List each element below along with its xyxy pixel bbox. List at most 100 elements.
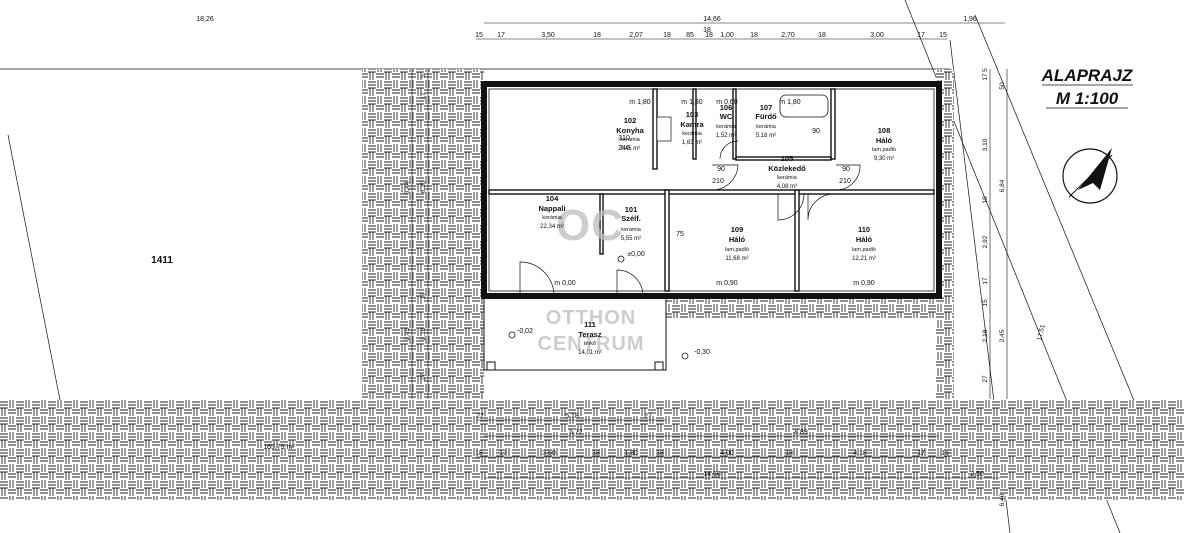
svg-text:2,92: 2,92 (982, 235, 989, 248)
svg-text:kerámia: kerámia (620, 137, 641, 143)
parcel-number: 1411 (151, 255, 173, 266)
svg-text:110: 110 (858, 225, 870, 234)
room-105-label: 105 Közlekedő kerámia 4,08 m² (768, 154, 806, 190)
room-110-label: 110 Háló lam.padló 12,21 m² (852, 225, 876, 262)
dim-top-side: 1,96 (939, 16, 1005, 24)
opening-label: 210 (839, 178, 851, 185)
opening-label: m 0,60 (716, 99, 738, 106)
svg-text:17: 17 (917, 450, 925, 457)
door-swing-entry (519, 261, 555, 297)
dim-top-chain: 18 15 17 3,50 18 2,07 18 85 18 1,00 18 2… (475, 27, 947, 40)
svg-text:27: 27 (476, 413, 484, 420)
level-marker-terrace: -0,02 (508, 328, 533, 339)
door-swing-109 (777, 193, 805, 221)
svg-text:kerámia: kerámia (777, 175, 798, 181)
dim-top-total: 14,66 (484, 16, 939, 24)
svg-text:1,52 m²: 1,52 m² (716, 133, 736, 139)
svg-text:lam.padló: lam.padló (852, 247, 876, 253)
watermark-line1: OTTHON (546, 307, 636, 329)
opening-label: 240 (618, 145, 630, 152)
room-111-label: 111 Terasz térkő 14,01 m² (578, 320, 602, 356)
opening-label: 90 (812, 128, 820, 135)
room-108-label: 108 Háló lam.padló 9,30 m² (872, 126, 896, 162)
svg-text:3,00: 3,00 (870, 32, 884, 39)
north-arrow-icon (1062, 148, 1118, 204)
door-swing-110 (807, 193, 835, 221)
watermark-line2: CENTRUM (538, 333, 645, 355)
svg-text:18: 18 (705, 32, 713, 39)
svg-text:12,21 m²: 12,21 m² (852, 256, 876, 262)
dim-bottom-row2: 5,72 8,89 (484, 429, 939, 437)
svg-text:2,45: 2,45 (999, 329, 1006, 342)
opening-label: m 0,90 (716, 280, 738, 287)
svg-text:1,00: 1,00 (720, 32, 734, 39)
opening-label: 210 (712, 178, 724, 185)
svg-text:15: 15 (475, 32, 483, 39)
room-109-label: 109 Háló lam.padló 11,68 m² (725, 225, 749, 262)
door-swing-105-left (711, 164, 739, 191)
parcel-paved-area: 165,79 m² (263, 444, 295, 451)
svg-text:106: 106 (720, 103, 733, 112)
svg-text:22,34 m²: 22,34 m² (540, 224, 564, 230)
svg-text:6,84: 6,84 (999, 179, 1006, 192)
room-106-label: 106 WC kerámia 1,52 m² (716, 103, 737, 139)
door-swing-105-right (835, 164, 861, 191)
svg-text:Terasz: Terasz (578, 330, 601, 339)
level-marker-101: ±0,00 (617, 251, 645, 263)
room-103-label: 103 Kamra kerámia 1,63 m² (680, 110, 704, 146)
dim-bottom-row1: 27 5,18 27 (476, 413, 666, 421)
svg-text:18: 18 (750, 32, 758, 39)
svg-text:17: 17 (982, 277, 989, 285)
svg-text:lam.padló: lam.padló (725, 247, 749, 253)
svg-text:8,89: 8,89 (794, 429, 808, 436)
svg-text:6,44: 6,44 (404, 181, 411, 194)
svg-text:18: 18 (818, 32, 826, 39)
opening-label: m 1,80 (779, 99, 801, 106)
opening-label: m 1,80 (629, 99, 651, 106)
svg-text:2,45: 2,45 (404, 327, 411, 340)
svg-text:108: 108 (878, 126, 891, 135)
paving-right-wedge (1150, 400, 1184, 500)
svg-text:18: 18 (656, 450, 664, 457)
parcel-boundary-left (7, 134, 61, 401)
svg-text:ALAPRAJZ: ALAPRAJZ (1041, 66, 1133, 85)
svg-text:6,20: 6,20 (420, 180, 427, 193)
opening-label: m 1,80 (681, 99, 703, 106)
svg-text:5,18: 5,18 (565, 413, 579, 420)
svg-text:17: 17 (420, 292, 427, 300)
svg-text:2,07: 2,07 (629, 32, 643, 39)
opening-label: m 0,90 (853, 280, 875, 287)
terrace-post-left (486, 361, 496, 371)
room-104-label: 104 Nappali kerámia 22,34 m² (538, 194, 565, 230)
svg-text:11,68 m²: 11,68 m² (725, 256, 748, 262)
svg-text:17: 17 (497, 32, 505, 39)
svg-text:14,66: 14,66 (703, 16, 721, 23)
wall-bath-bottom (735, 156, 832, 161)
svg-text:2,50: 2,50 (970, 471, 984, 478)
wall-101-109 (664, 189, 670, 292)
svg-text:3,50: 3,50 (542, 450, 556, 457)
svg-text:4,00: 4,00 (720, 450, 734, 457)
svg-text:Háló: Háló (876, 136, 893, 145)
svg-text:1,80: 1,80 (624, 450, 638, 457)
svg-text:Nappali: Nappali (538, 204, 565, 213)
wall-bath-bed108 (830, 88, 836, 160)
svg-text:18: 18 (982, 196, 989, 204)
svg-text:kerámia: kerámia (621, 227, 642, 233)
door-swing-101 (616, 269, 644, 297)
dim-right-chain: 17 5 50 3,10 6,84 18 2,92 17 15 2,18 2,4… (982, 68, 1008, 399)
wall-wc-bath (732, 88, 737, 160)
svg-text:18: 18 (475, 450, 483, 457)
bathtub (779, 94, 829, 118)
svg-text:Fürdő: Fürdő (755, 112, 777, 121)
svg-text:5: 5 (982, 68, 989, 72)
room-102-label: 102 Konyha kerámia 7,45 m² (616, 116, 644, 152)
svg-text:17: 17 (982, 73, 989, 81)
svg-text:4,18: 4,18 (853, 450, 867, 457)
paving-left-strip (362, 69, 484, 399)
svg-text:111: 111 (584, 320, 596, 329)
svg-text:109: 109 (731, 225, 744, 234)
svg-text:Háló: Háló (729, 235, 746, 244)
dim-diagonal-parcel: 17,51 (1036, 324, 1046, 342)
svg-text:Közlekedő: Közlekedő (768, 164, 806, 173)
